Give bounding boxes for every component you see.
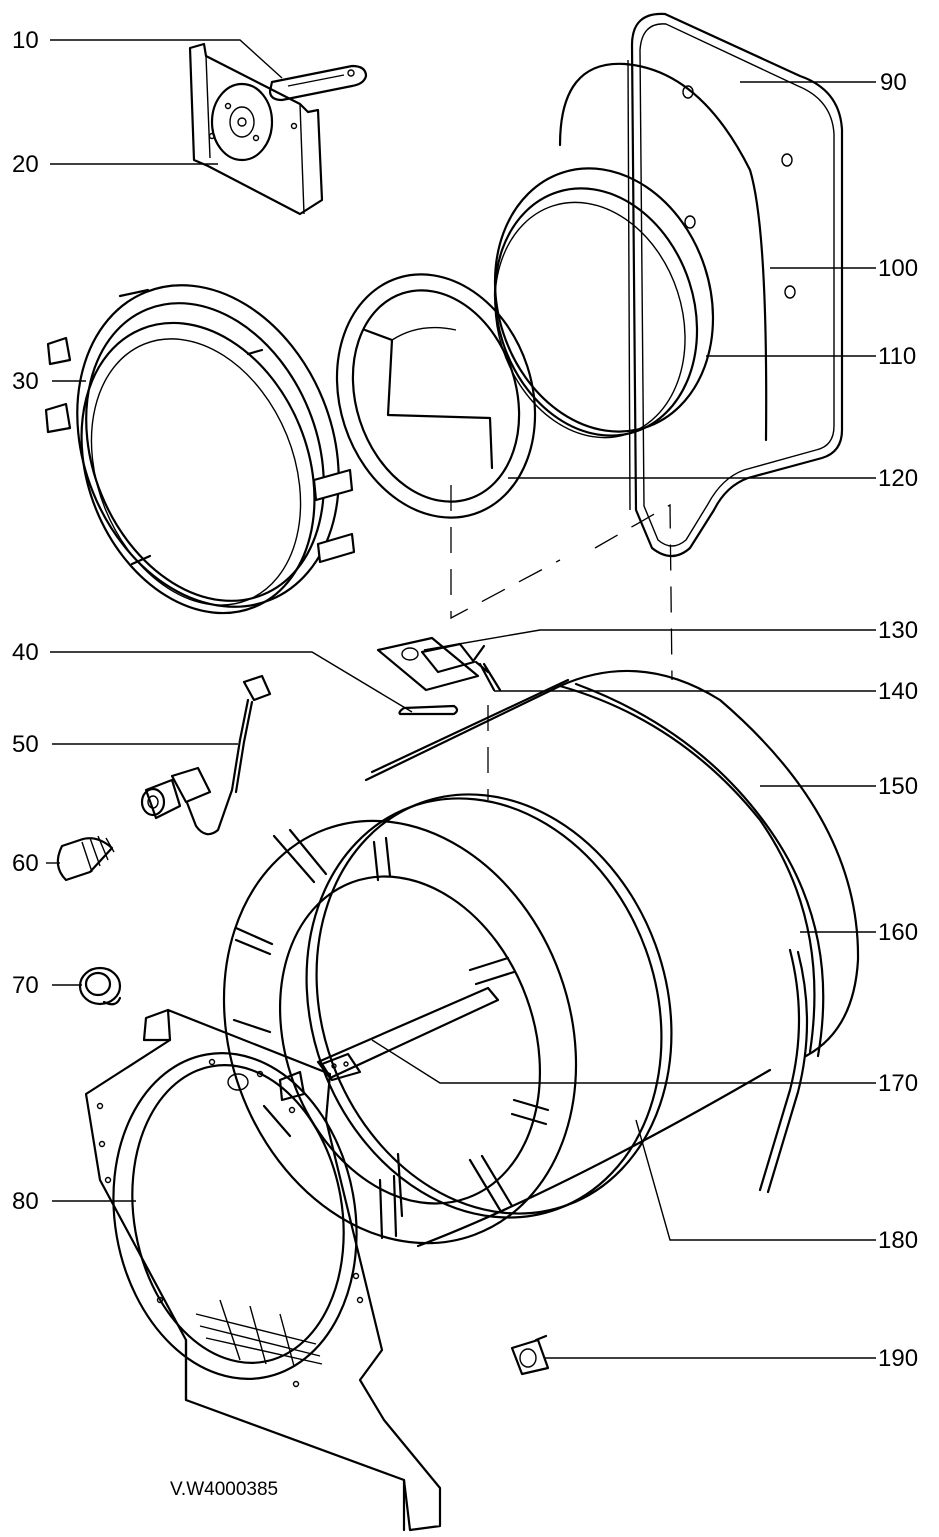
callout-70: 70 — [12, 972, 39, 999]
callout-100: 100 — [878, 255, 918, 282]
front-felt-ring — [44, 284, 356, 615]
callout-110: 110 — [878, 343, 916, 370]
callout-20: 20 — [12, 151, 39, 178]
callout-30: 30 — [12, 368, 39, 395]
callout-120: 120 — [878, 465, 918, 492]
grommet — [78, 966, 122, 1006]
callout-40: 40 — [12, 639, 39, 666]
rear-seal-ring — [493, 167, 715, 439]
rear-felt-ring — [335, 273, 537, 519]
thermostat — [376, 636, 502, 692]
callout-50: 50 — [12, 731, 39, 758]
bracket-link — [268, 64, 368, 102]
callout-130: 130 — [878, 617, 918, 644]
thermal-fuse — [510, 1334, 550, 1376]
screw — [56, 835, 115, 882]
drum-paddle — [316, 986, 500, 1082]
callout-150: 150 — [878, 773, 918, 800]
callout-60: 60 — [12, 850, 39, 877]
callout-170: 170 — [878, 1070, 918, 1097]
callout-labels: 10 20 30 40 50 60 70 80 90 100 110 120 1… — [12, 27, 918, 1500]
callout-180: 180 — [878, 1227, 918, 1254]
callout-190: 190 — [878, 1345, 918, 1372]
callout-160: 160 — [878, 919, 918, 946]
callout-10: 10 — [12, 27, 39, 54]
callout-80: 80 — [12, 1188, 39, 1215]
rear-panel — [558, 12, 844, 558]
leader-lines — [46, 39, 876, 1359]
clip — [398, 704, 459, 716]
assembly-guide-lines — [450, 485, 673, 800]
drawing-code: V.W4000385 — [170, 1479, 278, 1500]
callout-140: 140 — [878, 678, 918, 705]
callout-90: 90 — [880, 69, 907, 96]
bearing-plate — [188, 42, 324, 216]
front-bearing-support — [84, 1008, 442, 1532]
drum — [222, 669, 860, 1248]
wiring-harness — [140, 674, 272, 836]
